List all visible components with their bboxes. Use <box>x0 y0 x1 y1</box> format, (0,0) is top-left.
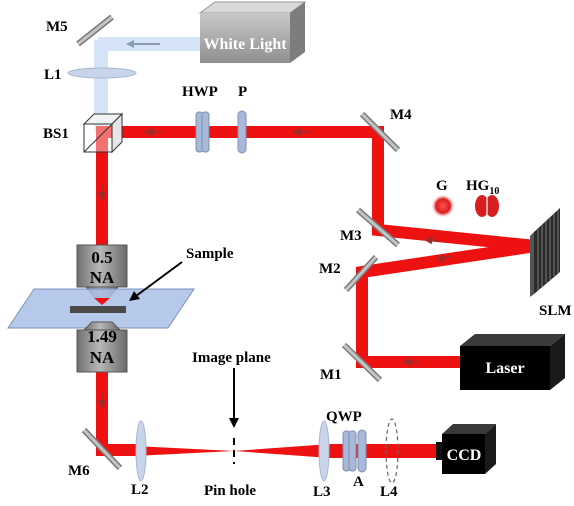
hg10-beam-profile <box>475 195 499 217</box>
objective-1-49na-label-line2: NA <box>90 348 115 367</box>
objective-0-5na-label-line1: 0.5 <box>91 248 112 267</box>
mirror-m3 <box>356 207 400 248</box>
a-label: A <box>353 474 364 490</box>
objective-1-49na-label-line1: 1.49 <box>87 327 117 346</box>
l4-label: L4 <box>380 484 398 500</box>
mirror-m2 <box>343 254 379 293</box>
half-wave-plate <box>195 111 210 153</box>
quarter-wave-plate <box>342 430 357 472</box>
qwp-label: QWP <box>326 409 362 425</box>
mirror-m4 <box>359 111 401 153</box>
lens-l3 <box>318 420 330 482</box>
m2-label: M2 <box>319 261 341 277</box>
slm-label: SLM <box>539 303 572 319</box>
lens-l2 <box>135 420 147 482</box>
hg-subscript: 10 <box>489 186 499 197</box>
mirror-m1 <box>341 342 383 383</box>
white-light-beam <box>94 37 218 132</box>
hg-base: HG <box>466 178 490 194</box>
image-plane-arrow <box>229 368 239 428</box>
slm <box>530 208 560 297</box>
g-label: G <box>436 178 448 194</box>
objective-0-5na-label-line2: NA <box>90 268 115 287</box>
polarizer <box>237 110 247 154</box>
lens-l1 <box>67 67 137 79</box>
m5-label: M5 <box>46 19 68 35</box>
hwp-label: HWP <box>182 84 218 100</box>
mirror-m5 <box>76 14 114 47</box>
lens-l4 <box>385 418 399 484</box>
m1-label: M1 <box>320 367 342 383</box>
objective-1-49na <box>76 321 128 373</box>
sample-label: Sample <box>186 246 234 262</box>
hg10-label: HG10 <box>466 178 499 197</box>
ccd-label: CCD <box>447 447 482 464</box>
p-label: P <box>238 84 247 100</box>
pin-hole-label: Pin hole <box>204 483 256 499</box>
l3-label: L3 <box>313 484 331 500</box>
m4-label: M4 <box>390 107 412 123</box>
l1-label: L1 <box>44 67 62 83</box>
l2-label: L2 <box>131 482 149 498</box>
ccd-camera: CCD <box>436 424 496 474</box>
laser-label: Laser <box>485 360 524 377</box>
sample-arrow <box>129 261 183 301</box>
beam-splitter-bs1 <box>82 112 124 154</box>
m3-label: M3 <box>340 228 362 244</box>
m6-label: M6 <box>68 463 90 479</box>
white-light-source: White Light <box>198 1 307 63</box>
image-plane-label: Image plane <box>192 350 271 366</box>
gaussian-beam-profile <box>431 194 455 218</box>
bs1-label: BS1 <box>43 126 69 142</box>
white-light-label: White Light <box>203 36 287 53</box>
analyzer <box>357 429 367 473</box>
beam-direction-arrows <box>97 127 453 409</box>
laser-source: Laser <box>460 334 565 390</box>
mirror-m6 <box>81 427 123 471</box>
